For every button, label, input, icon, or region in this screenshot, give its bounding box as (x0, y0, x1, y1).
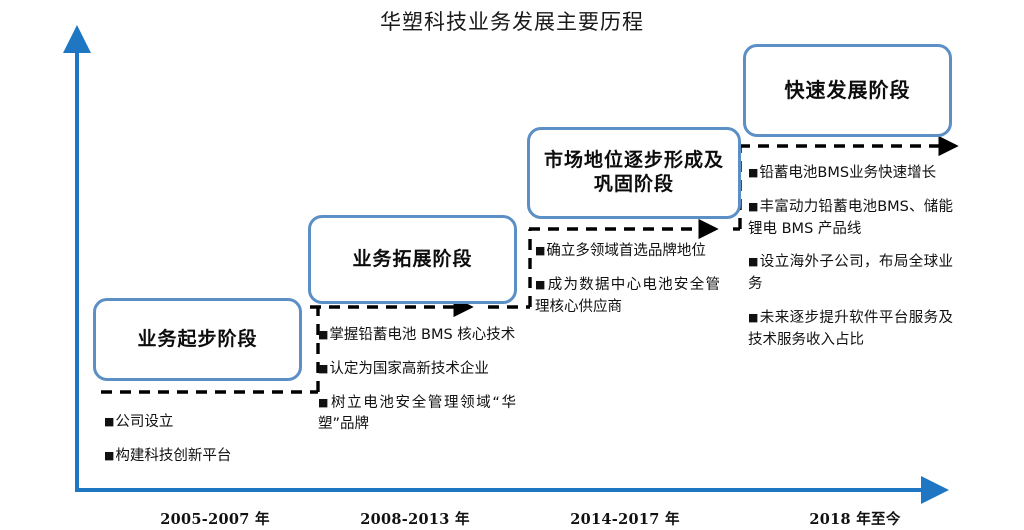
stage-bullets-2: ■掌握铅蓄电池 BMS 核心技术 ■认定为国家高新技术企业 ■树立电池安全管理领… (318, 325, 516, 448)
list-item: ■铅蓄电池BMS业务快速增长 (748, 165, 937, 181)
list-item: ■构建科技创新平台 (104, 447, 232, 464)
list-item: ■未来逐步提升软件平台服务及技术服务收入占比 (748, 309, 953, 348)
stage-label-2: 业务拓展阶段 (352, 247, 473, 270)
axis-label-1: 2005-2007 年 (160, 511, 270, 528)
stage-label-3: 市场地位逐步形成及巩固阶段 (543, 149, 724, 195)
bullet-marker-icon: ■ (104, 448, 115, 462)
list-item: ■树立电池安全管理领域“华塑”品牌 (318, 394, 516, 433)
stage-bullets-1: ■公司设立 ■构建科技创新平台 (104, 412, 309, 480)
stage-bullets-3: ■确立多领域首选品牌地位 ■成为数据中心电池安全管理核心供应商 (535, 241, 720, 330)
axis-label-4: 2018 年至今 (809, 511, 901, 528)
bullet-marker-icon: ■ (318, 361, 329, 375)
axis-label-2: 2008-2013 年 (360, 511, 470, 528)
list-item: ■掌握铅蓄电池 BMS 核心技术 (318, 327, 516, 343)
bullet-marker-icon: ■ (748, 166, 759, 179)
list-item: ■设立海外子公司，布局全球业务 (748, 254, 953, 292)
page-title: 华塑科技业务发展主要历程 (380, 10, 644, 34)
connector-stage-2 (310, 229, 532, 318)
list-item: ■认定为国家高新技术企业 (318, 360, 489, 377)
bullet-marker-icon: ■ (748, 310, 759, 324)
stage-label-4: 快速发展阶段 (784, 78, 911, 102)
axis-label-3: 2014-2017 年 (570, 511, 680, 528)
bullet-marker-icon: ■ (318, 328, 329, 341)
stage-box-4[interactable]: 快速发展阶段 (743, 44, 952, 137)
stage-bullets-4: ■铅蓄电池BMS业务快速增长 ■丰富动力铅蓄电池BMS、储能锂电 BMS 产品线… (748, 163, 953, 363)
bullet-marker-icon: ■ (748, 199, 759, 213)
list-item: ■公司设立 (104, 414, 174, 430)
stage-box-1[interactable]: 业务起步阶段 (93, 298, 302, 381)
stage-box-2[interactable]: 业务拓展阶段 (308, 215, 517, 304)
list-item: ■确立多领域首选品牌地位 (535, 243, 706, 259)
bullet-marker-icon: ■ (535, 244, 546, 257)
list-item: ■成为数据中心电池安全管理核心供应商 (535, 276, 720, 315)
bullet-marker-icon: ■ (104, 415, 115, 428)
bullet-marker-icon: ■ (535, 277, 547, 291)
bullet-marker-icon: ■ (318, 395, 331, 409)
connector-stage-1 (101, 307, 320, 394)
list-item: ■丰富动力铅蓄电池BMS、储能锂电 BMS 产品线 (748, 198, 953, 237)
stage-box-3[interactable]: 市场地位逐步形成及巩固阶段 (527, 127, 741, 219)
stage-label-1: 业务起步阶段 (137, 327, 258, 350)
bullet-marker-icon: ■ (748, 255, 759, 269)
